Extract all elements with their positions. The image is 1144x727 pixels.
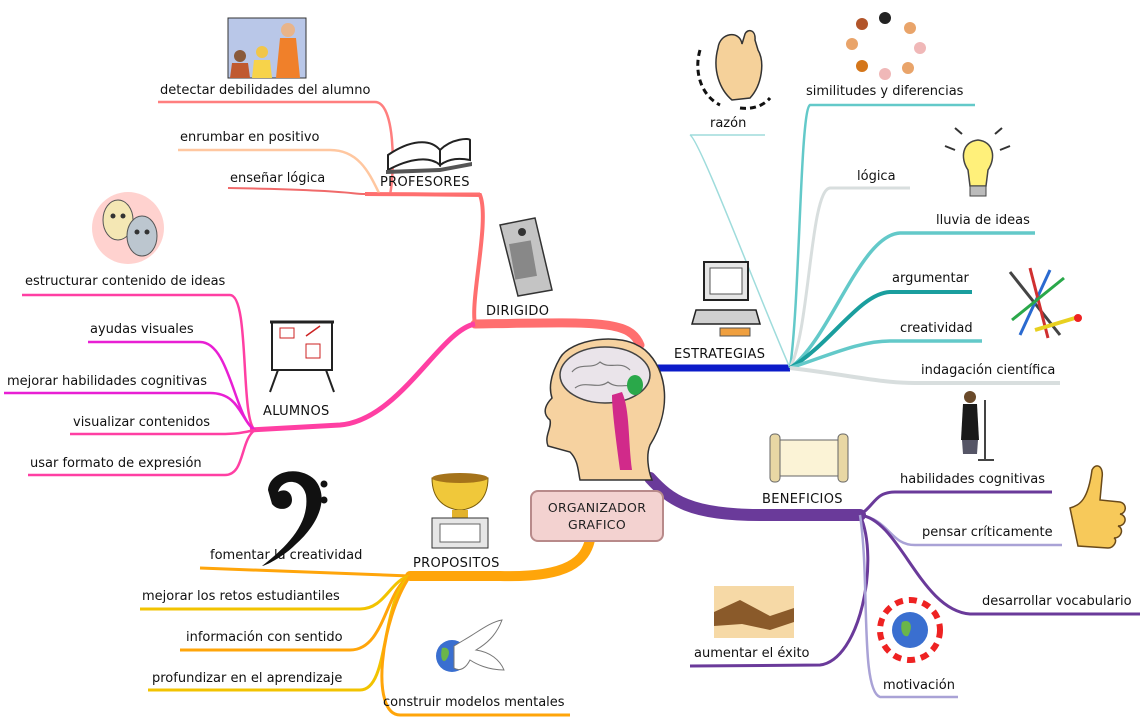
line-argumentar [789, 290, 972, 370]
line-visualizar [70, 428, 256, 436]
paint-brushes-icon [1008, 267, 1082, 339]
node-logica[interactable]: lógica [857, 169, 896, 184]
node-visualizar-contenidos[interactable]: visualizar contenidos [73, 415, 211, 430]
node-ayudas-visuales[interactable]: ayudas visuales [90, 322, 194, 337]
line-enrumbar [178, 148, 382, 196]
central-topic-line2: GRAFICO [568, 517, 626, 532]
world-circle-icon [877, 597, 943, 663]
branch-estrategias[interactable]: ESTRATEGIAS [674, 347, 766, 362]
node-habilidades-cognitivas[interactable]: habilidades cognitivas [900, 472, 1046, 487]
central-topic-line1: ORGANIZADOR [547, 500, 647, 515]
node-estructurar-contenido[interactable]: estructurar contenido de ideas [25, 274, 226, 289]
node-motivacion[interactable]: motivación [883, 678, 955, 693]
bass-clef-icon [262, 471, 328, 566]
node-aumentar-exito[interactable]: aumentar el éxito [694, 646, 810, 661]
line-habilidades [859, 490, 1052, 517]
node-argumentar[interactable]: argumentar [892, 271, 969, 286]
node-razon[interactable]: razón [710, 116, 747, 131]
line-lluvia [788, 231, 1035, 370]
line-estructurar [22, 293, 256, 432]
branch-propositos[interactable]: PROPOSITOS [413, 556, 500, 571]
branch-beneficios[interactable]: BENEFICIOS [762, 492, 843, 507]
node-usar-formato[interactable]: usar formato de expresión [30, 456, 202, 471]
computer-icon [691, 261, 761, 337]
node-detectar-debilidades[interactable]: detectar debilidades del alumno [160, 83, 371, 98]
hand-gesture-icon [696, 29, 772, 110]
line-fomentar [199, 566, 411, 578]
easel-chart-icon [269, 320, 335, 393]
line-ensenar-logica [227, 187, 481, 196]
beneficios-branch [644, 472, 866, 521]
people-circle-icon [846, 12, 926, 80]
central-topic[interactable]: ORGANIZADOR GRAFICO [530, 490, 664, 542]
node-enrumbar-positivo[interactable]: enrumbar en positivo [180, 130, 320, 145]
line-motivacion [858, 514, 958, 699]
node-construir-modelos[interactable]: construir modelos mentales [383, 695, 565, 710]
line-aumentar [689, 514, 870, 668]
dove-globe-icon [436, 619, 505, 672]
open-book-icon [386, 138, 472, 174]
trophy-icon [431, 473, 489, 549]
line-usar-formato [28, 428, 256, 477]
microphone-speaker-icon [961, 391, 994, 461]
alumnos-branch [249, 321, 476, 433]
line-mejorar-hab [4, 391, 256, 432]
branch-dirigido[interactable]: DIRIGIDO [486, 304, 550, 319]
node-ensenar-logica[interactable]: enseñar lógica [230, 171, 326, 186]
line-similitudes [788, 103, 975, 369]
line-detectar [158, 100, 394, 196]
dirigido-branch [470, 318, 645, 350]
scroll-icon [769, 433, 849, 483]
propositos-branch [405, 535, 595, 582]
node-profundizar-aprendizaje[interactable]: profundizar en el aprendizaje [152, 671, 343, 686]
node-mejorar-retos[interactable]: mejorar los retos estudiantiles [142, 589, 340, 604]
light-bulb-icon [944, 127, 1011, 197]
cellphone-icon [499, 217, 553, 297]
theater-masks-icon [92, 192, 164, 264]
branch-profesores[interactable]: PROFESORES [380, 175, 470, 190]
line-razon [689, 134, 791, 369]
line-creatividad [789, 339, 982, 370]
teacher-icon [227, 17, 307, 79]
node-lluvia-ideas[interactable]: lluvia de ideas [936, 213, 1030, 228]
line-mejorar-retos [140, 574, 411, 611]
branch-alumnos[interactable]: ALUMNOS [263, 404, 330, 419]
node-pensar-criticamente[interactable]: pensar críticamente [922, 525, 1053, 540]
node-mejorar-habilidades[interactable]: mejorar habilidades cognitivas [7, 374, 208, 389]
head-brain-icon [544, 338, 666, 481]
line-indagacion [789, 366, 1060, 385]
line-logica [788, 186, 910, 369]
node-desarrollar-vocabulario[interactable]: desarrollar vocabulario [982, 594, 1132, 609]
node-indagacion[interactable]: indagación científica [921, 363, 1056, 378]
node-similitudes[interactable]: similitudes y diferencias [806, 84, 964, 99]
thumbs-up-icon [1069, 465, 1126, 549]
node-informacion-sentido[interactable]: información con sentido [186, 630, 343, 645]
handshake-icon [714, 586, 794, 638]
profesores-branch [364, 192, 485, 325]
line-construir [380, 575, 570, 717]
node-fomentar-creatividad[interactable]: fomentar la creatividad [210, 548, 363, 563]
node-creatividad[interactable]: creatividad [900, 321, 973, 336]
line-desarrollar [859, 513, 1140, 616]
